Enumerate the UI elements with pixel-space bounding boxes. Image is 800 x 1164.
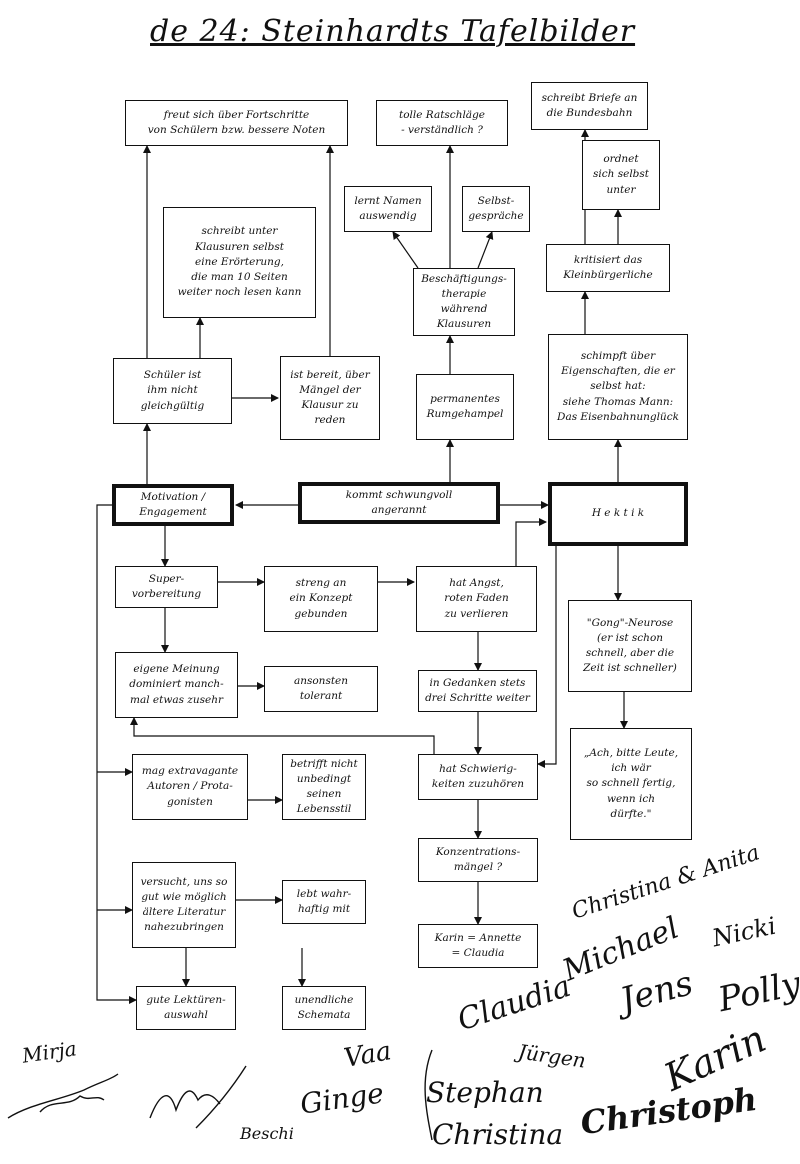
box-versucht: versucht, uns so gut wie möglich ältere … bbox=[132, 862, 236, 948]
box-gedanken: in Gedanken stets drei Schritte weiter bbox=[418, 670, 537, 712]
box-meinung: eigene Meinung dominiert manch- mal etwa… bbox=[115, 652, 238, 718]
box-lebt: lebt wahr- haftig mit bbox=[282, 880, 366, 924]
box-ach: „Ach, bitte Leute, ich wär so schnell fe… bbox=[570, 728, 692, 840]
box-kritisiert: kritisiert das Kleinbürgerliche bbox=[546, 244, 670, 292]
box-hektik: H e k t i k bbox=[548, 482, 688, 546]
box-gong: "Gong"-Neurose (er ist schon schnell, ab… bbox=[568, 600, 692, 692]
box-bereit: ist bereit, über Mängel der Klausur zu r… bbox=[280, 356, 380, 440]
box-gute: gute Lektüren- auswahl bbox=[136, 986, 236, 1030]
box-selbstgespraeche: Selbst- gespräche bbox=[462, 186, 530, 232]
signature: Christina bbox=[432, 1118, 564, 1151]
page-title: de 24: Steinhardts Tafelbilder bbox=[150, 14, 636, 49]
box-konzentration: Konzentrations- mängel ? bbox=[418, 838, 538, 882]
box-schimpft: schimpft über Eigenschaften, die er selb… bbox=[548, 334, 688, 440]
box-mag: mag extravagante Autoren / Prota- gonist… bbox=[132, 754, 248, 820]
box-tolle: tolle Ratschläge - verständlich ? bbox=[376, 100, 508, 146]
box-kommt: kommt schwungvoll angerannt bbox=[298, 482, 500, 524]
box-betrifft: betrifft nicht unbedingt seinen Lebensst… bbox=[282, 754, 366, 820]
signature: Beschi bbox=[240, 1124, 294, 1143]
box-ansonsten: ansonsten tolerant bbox=[264, 666, 378, 712]
box-freut: freut sich über Fortschritte von Schüler… bbox=[125, 100, 348, 146]
box-motivation: Motivation / Engagement bbox=[112, 484, 234, 526]
box-super: Super- vorbereitung bbox=[115, 566, 218, 608]
box-unendliche: unendliche Schemata bbox=[282, 986, 366, 1030]
box-angst: hat Angst, roten Faden zu verlieren bbox=[416, 566, 537, 632]
box-streng: streng an ein Konzept gebunden bbox=[264, 566, 378, 632]
box-schreibt: schreibt unter Klausuren selbst eine Erö… bbox=[163, 207, 316, 318]
box-ordnet: ordnet sich selbst unter bbox=[582, 140, 660, 210]
signature: Stephan bbox=[426, 1076, 544, 1109]
box-permanent: permanentes Rumgehampel bbox=[416, 374, 514, 440]
box-beschaeftigung: Beschäftigungs- therapie während Klausur… bbox=[413, 268, 515, 336]
box-schwierig: hat Schwierig- keiten zuzuhören bbox=[418, 754, 538, 800]
box-karin: Karin = Annette = Claudia bbox=[418, 924, 538, 968]
box-schueler: Schüler ist ihm nicht gleichgültig bbox=[113, 358, 232, 424]
box-briefe: schreibt Briefe an die Bundesbahn bbox=[531, 82, 648, 130]
box-lernt: lernt Namen auswendig bbox=[344, 186, 432, 232]
